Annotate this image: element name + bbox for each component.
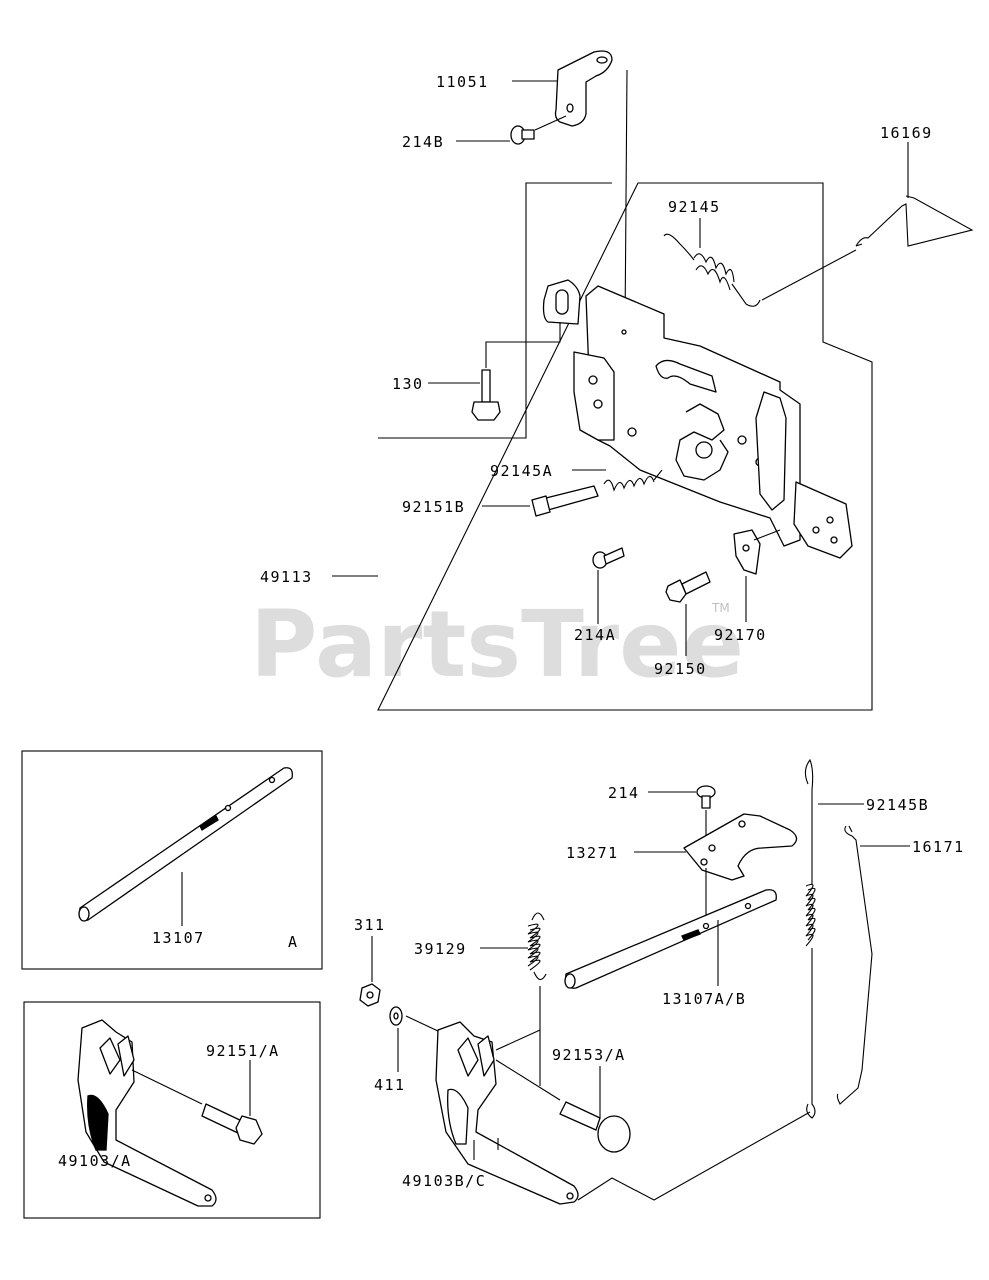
clip-92170: [733, 529, 761, 575]
leader-16169-to-spring: [761, 249, 857, 301]
label-inset-a: A: [288, 933, 299, 951]
nut-311: [359, 983, 381, 1007]
assembly-49113-outline: [377, 182, 873, 711]
label-214B: 214B: [402, 133, 444, 151]
label-39129: 39129: [414, 940, 467, 958]
label-92170: 92170: [714, 626, 767, 644]
leader-92151A-to-lever: [131, 1069, 203, 1105]
spring-39129: [527, 912, 547, 981]
label-11051: 11051: [436, 73, 489, 91]
label-49103A: 49103/A: [58, 1152, 132, 1170]
label-214: 214: [608, 784, 640, 802]
shaft-13107AB: [564, 889, 777, 989]
label-411: 411: [374, 1076, 406, 1094]
bolt-130: [471, 369, 501, 421]
shaft-13107: [78, 767, 293, 922]
label-92151A: 92151/A: [206, 1042, 280, 1060]
label-214A: 214A: [574, 626, 616, 644]
label-49113: 49113: [260, 568, 313, 586]
bolt-92153A: [559, 1101, 631, 1153]
plate-13271: [683, 813, 798, 881]
label-16169: 16169: [880, 124, 933, 142]
screw-92151B: [531, 485, 599, 517]
leader-92170-to-plate: [753, 529, 781, 541]
label-92145B: 92145B: [866, 796, 929, 814]
screw-214B: [510, 125, 535, 145]
leader-11051-to-plate: [624, 69, 628, 331]
bracket-11051: [554, 50, 613, 127]
screw-214: [696, 785, 716, 809]
label-130: 130: [392, 375, 424, 393]
leader-411-to-lever: [405, 1015, 441, 1033]
rod-16171: [836, 825, 873, 1105]
watermark-trademark: TM: [711, 601, 730, 615]
control-plate: [542, 279, 853, 559]
lever-49103BC: [435, 1021, 579, 1205]
spring-92145A: [603, 469, 663, 492]
label-92151B: 92151B: [402, 498, 465, 516]
screw-214A: [592, 547, 625, 569]
leader-92153A-to-lever: [495, 1059, 561, 1101]
label-13107AB: 13107A/B: [662, 990, 746, 1008]
wire-16169: [855, 195, 974, 247]
inset-a-box: [21, 750, 323, 970]
leader-lever-to-spring: [577, 1111, 811, 1201]
washer-411: [389, 1006, 403, 1026]
lever-49103A: [77, 1019, 217, 1207]
leader-130-to-plate: [485, 322, 561, 368]
label-16171: 16171: [912, 838, 965, 856]
label-49103BC: 49103B/C: [402, 1172, 486, 1190]
bolt-92150: [665, 571, 711, 603]
label-92150: 92150: [654, 660, 707, 678]
watermark-text: PartsTree: [250, 591, 744, 698]
label-13107: 13107: [152, 929, 205, 947]
label-92145: 92145: [668, 198, 721, 216]
leader-214B-to-bracket: [534, 115, 567, 131]
label-92145A: 92145A: [490, 462, 553, 480]
leader-lever-to-shaft: [495, 1029, 541, 1051]
spring-92145B: [804, 758, 816, 1119]
bolt-92151A: [201, 1103, 263, 1145]
label-311: 311: [354, 916, 386, 934]
label-13271: 13271: [566, 844, 619, 862]
spring-92145: [663, 233, 761, 307]
label-92153A: 92153/A: [552, 1046, 626, 1064]
inset-lever-box: [23, 1001, 321, 1219]
